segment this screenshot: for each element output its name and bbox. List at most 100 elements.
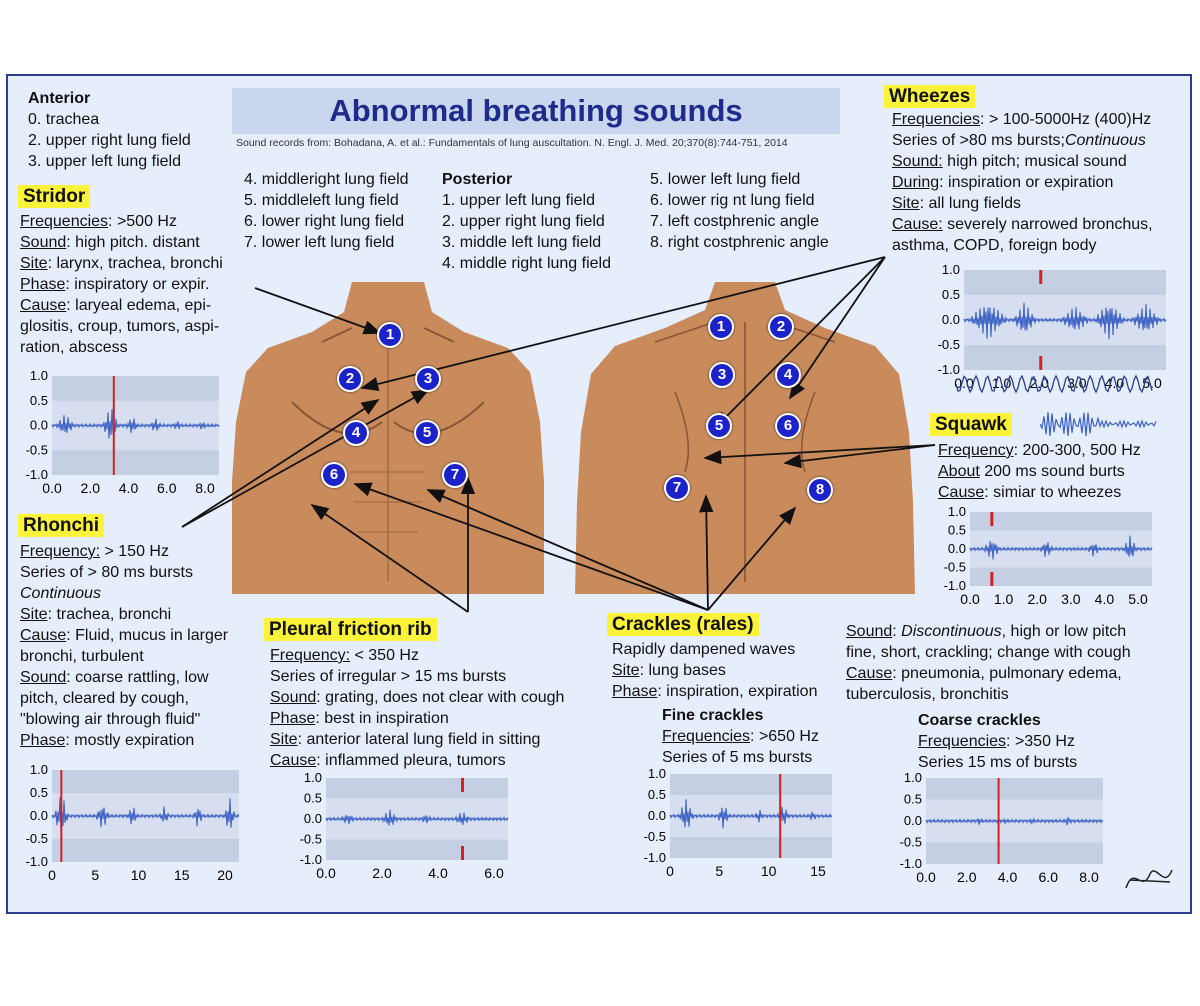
rhonchi-section: Rhonchi xyxy=(18,514,104,537)
y-tick-label: 0.5 xyxy=(304,791,322,806)
pleural-section: Pleural friction rib xyxy=(264,618,437,641)
back-marker-6: 6 xyxy=(775,413,801,439)
stridor-key: Cause xyxy=(20,297,67,314)
crackles-value: : xyxy=(892,623,902,640)
rhonchi-value: : coarse rattling, low xyxy=(66,669,209,686)
rhonchi-line: "blowing air through fluid" xyxy=(20,711,201,728)
rhonchi-key: Sound xyxy=(20,669,67,686)
back-marker-7: 7 xyxy=(664,475,690,501)
pleural-value: : inflammed pleura, tumors xyxy=(316,752,506,769)
anterior-item: 0. trachea xyxy=(28,111,100,128)
squawk-value: : simiar to wheezes xyxy=(984,484,1122,501)
stridor-title: Stridor xyxy=(18,185,91,208)
y-tick-label: 0.5 xyxy=(30,393,48,408)
back-torso-illustration xyxy=(575,282,915,594)
x-tick-label: 20 xyxy=(217,867,233,883)
y-tick-label: -1.0 xyxy=(900,856,922,871)
y-tick-label: -1.0 xyxy=(26,854,48,869)
y-tick-label: 1.0 xyxy=(648,766,666,781)
y-tick-label: 1.0 xyxy=(30,368,48,383)
x-tick-label: 5 xyxy=(91,867,99,883)
signature-icon xyxy=(1125,869,1173,889)
y-tick-label: -0.5 xyxy=(26,831,48,846)
pleural-title: Pleural friction rib xyxy=(264,618,437,641)
x-tick-label: 0.0 xyxy=(316,865,336,881)
x-tick-label: 0 xyxy=(666,863,674,879)
rhonchi-line: pitch, cleared by cough, xyxy=(20,690,189,707)
wheezes-line: Continuous xyxy=(1064,132,1146,149)
back-marker-8: 8 xyxy=(807,477,833,503)
back-marker-3: 3 xyxy=(709,362,735,388)
pointer-arrows xyxy=(181,256,936,613)
x-tick-label: 6.0 xyxy=(484,865,504,881)
wheezes-squiggle-icon xyxy=(956,374,1153,394)
crackles-value: Discontinuous xyxy=(901,623,1002,640)
stridor-key: Sound xyxy=(20,234,67,251)
rhonchi-value: : Fluid, mucus in larger xyxy=(66,627,229,644)
fine-crackles-key: Frequencies xyxy=(662,728,751,745)
y-tick-label: -0.5 xyxy=(944,560,966,575)
stridor-section: Stridor xyxy=(18,185,91,208)
x-tick-label: 5 xyxy=(715,863,723,879)
y-tick-label: -1.0 xyxy=(938,362,960,377)
posterior-heading: Posterior xyxy=(442,171,513,188)
y-tick-label: 1.0 xyxy=(904,770,922,785)
crackles-section: Crackles (rales) xyxy=(607,613,759,636)
stridor-value: : larynx, trachea, bronchi xyxy=(47,255,223,272)
squawk-title: Squawk xyxy=(930,413,1012,436)
crackles-key: Site xyxy=(612,662,640,679)
front-marker-5: 5 xyxy=(414,420,440,446)
waveform-trace xyxy=(669,799,833,829)
waveform-trace xyxy=(969,535,1153,560)
pleural-key: Frequency: xyxy=(270,647,351,664)
stridor-value: : high pitch. distant xyxy=(66,234,200,251)
x-tick-label: 4.0 xyxy=(1095,591,1115,607)
waveform-trace xyxy=(925,817,1104,826)
pleural-key: Sound xyxy=(270,689,317,706)
x-tick-label: 8.0 xyxy=(1079,869,1099,885)
fine-crackles-title: Fine crackles xyxy=(662,707,764,724)
front-marker-7: 7 xyxy=(442,462,468,488)
rhonchi-line: Series of > 80 ms bursts xyxy=(20,564,193,581)
anterior-item: 2. upper right lung field xyxy=(28,132,191,149)
x-tick-label: 10 xyxy=(761,863,777,879)
x-tick-label: 0.0 xyxy=(42,480,62,496)
x-tick-label: 3.0 xyxy=(1061,591,1081,607)
waveform-trace xyxy=(325,809,509,826)
posterior-item: 2. upper right lung field xyxy=(442,213,605,230)
x-tick-label: 6.0 xyxy=(157,480,177,496)
posterior-legend-cont: 5. lower left lung field 6. lower rig nt… xyxy=(650,169,829,253)
y-tick-label: 1.0 xyxy=(942,262,960,277)
crackles-value: : inspiration, expiration xyxy=(657,683,818,700)
y-tick-label: -0.5 xyxy=(644,829,666,844)
crackles-title: Crackles (rales) xyxy=(607,613,759,636)
stridor-details: Frequencies: >500 Hz Sound: high pitch. … xyxy=(20,211,223,358)
wheezes-line: Series of >80 ms bursts; xyxy=(892,132,1065,149)
x-tick-label: 2.0 xyxy=(372,865,392,881)
stridor-extra: glositis, croup, tumors, aspi- xyxy=(20,318,220,335)
coarse-crackles-details: Coarse crackles Frequencies: >350 Hz Ser… xyxy=(918,710,1077,773)
squawk-key: Cause xyxy=(938,484,985,501)
coarse-crackles-key: Frequencies xyxy=(918,733,1007,750)
y-tick-label: -1.0 xyxy=(26,467,48,482)
y-tick-label: 0.5 xyxy=(648,787,666,802)
pleural-value: < 350 Hz xyxy=(350,647,419,664)
back-marker-2: 2 xyxy=(768,314,794,340)
x-tick-label: 2.0 xyxy=(81,480,101,496)
y-tick-label: -0.5 xyxy=(26,442,48,457)
crackles-key: Cause xyxy=(846,665,893,682)
x-tick-label: 8.0 xyxy=(195,480,215,496)
posterior-item: 6. lower rig nt lung field xyxy=(650,192,815,209)
y-tick-label: 1.0 xyxy=(948,504,966,519)
front-torso-illustration xyxy=(232,282,544,594)
x-tick-label: 2.0 xyxy=(957,869,977,885)
crackles-value: : lung bases xyxy=(639,662,726,679)
wheezes-key: Frequencies xyxy=(892,111,981,128)
anterior-item: 3. upper left lung field xyxy=(28,153,181,170)
wheezes-value: high pitch; musical sound xyxy=(942,153,1127,170)
title-banner xyxy=(232,88,840,134)
squawk-burst-icon xyxy=(1040,412,1157,437)
